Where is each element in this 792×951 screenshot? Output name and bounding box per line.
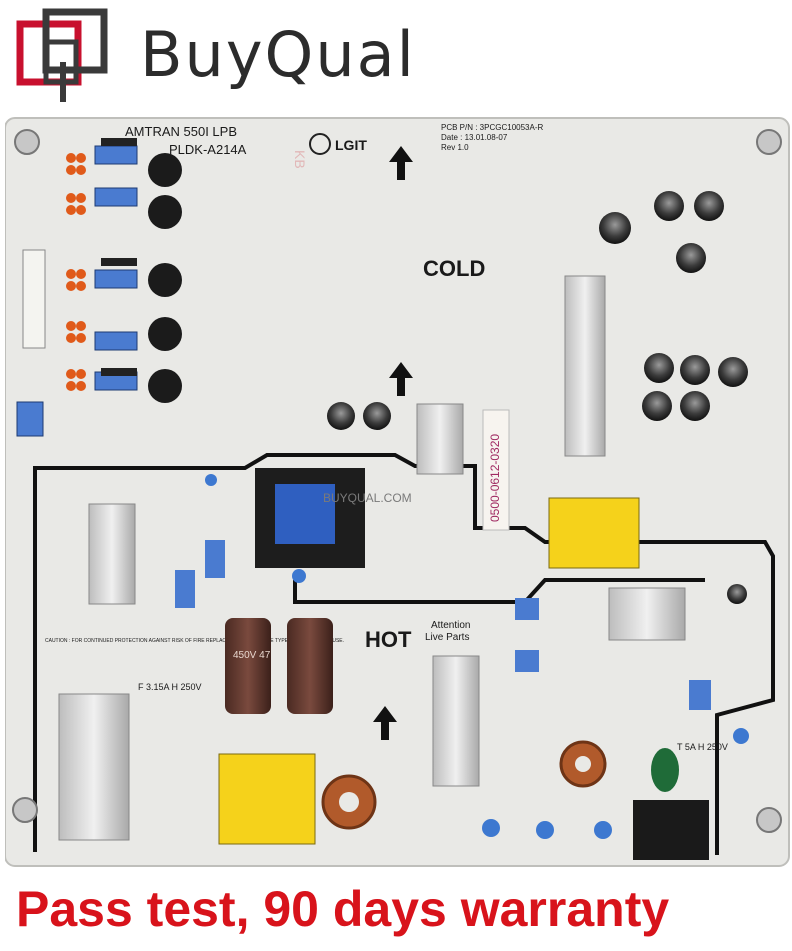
header-banner: BuyQual [0,0,792,108]
heatsink [58,693,130,841]
mount-hole [14,129,40,155]
footer-banner: Pass test, 90 days warranty [0,872,792,951]
pfc-inductor [218,753,316,845]
arrow-up-icon [373,706,397,740]
hot-label: HOT [365,627,412,652]
led-connector [22,249,46,349]
cold-label: COLD [423,256,485,281]
mount-hole [756,807,782,833]
heatsink [432,655,480,787]
warranty-text: Pass test, 90 days warranty [16,881,670,937]
isolation-boundary [33,453,775,855]
power-board-photo: AMTRAN 550I LPB PLDK-A214A LGIT PCB P/N … [5,117,790,867]
arrow-up-icon [389,146,413,180]
caution-note: CAUTION : FOR CONTINUED PROTECTION AGAIN… [45,638,344,644]
pcb-part-number: PCB P/N : 3PCGC10053A-R [441,123,543,132]
sticker-number: 0500-0612-0320 [488,434,502,522]
varistor [651,748,679,792]
attention-line2: Live Parts [425,632,469,643]
kb-mark: KB [292,150,308,169]
pcb-rev: Rev 1.0 [441,143,469,152]
attention-line1: Attention [431,620,470,631]
y-capacitors [205,474,749,839]
main-transformer [548,497,640,569]
buyqual-logo-icon [16,8,108,102]
ferrite-beads [66,153,86,391]
board-maker: LGIT [335,137,367,153]
film-capacitor [16,401,44,437]
pcb-date: Date : 13.01.08-07 [441,133,508,142]
mount-hole [756,129,782,155]
bulk-capacitor-marking: 450V 47 [233,650,271,661]
arrow-up-icon [389,362,413,396]
heatsink [608,587,686,641]
electrolytic-capacitors [327,191,748,604]
ac-input-connector [633,800,709,860]
part-sticker [482,409,510,531]
mount-hole [12,797,38,823]
brand-name: BuyQual [140,18,416,91]
board-model-line1: AMTRAN 550I LPB [125,124,237,139]
heatsink [564,275,606,457]
inductor-group [94,138,182,403]
fuse-main-rating: F 3.15A H 250V [138,682,202,692]
bulk-capacitor [287,618,333,714]
heatsink [416,403,464,475]
fuse-secondary-rating: T 5A H 250V [677,742,728,752]
heatsink [88,503,136,605]
watermark: BUYQUAL.COM [323,491,412,505]
board-model-line2: PLDK-A214A [169,142,247,157]
bulk-capacitor [225,618,271,714]
